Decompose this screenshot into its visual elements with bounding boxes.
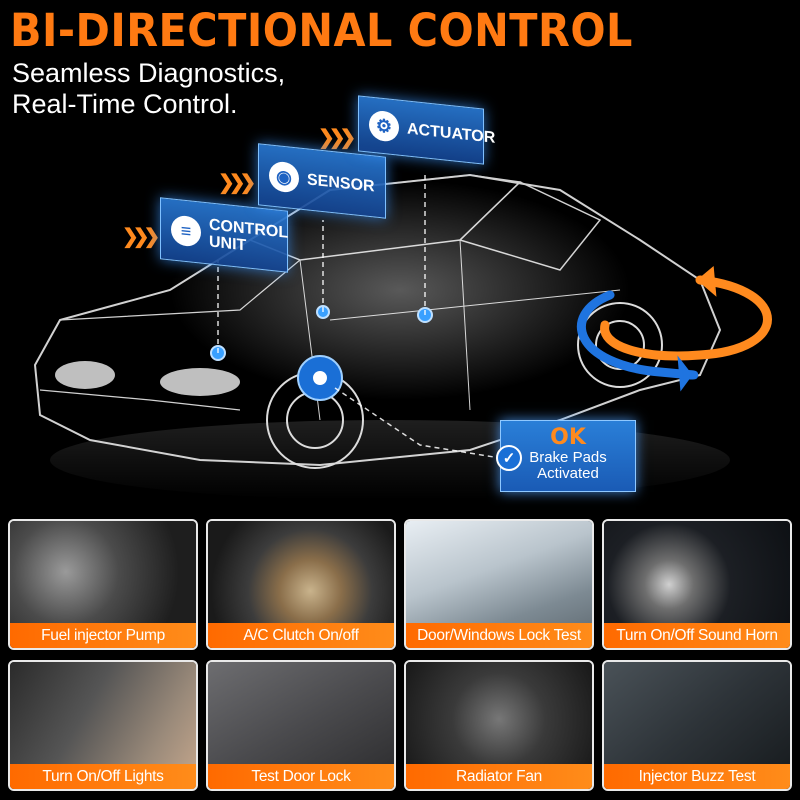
feature-caption: Injector Buzz Test	[604, 764, 790, 789]
feature-caption: Test Door Lock	[208, 764, 394, 789]
feature-tile-fuel-injector-pump: Fuel injector Pump	[8, 519, 198, 650]
page-subtitle: Seamless Diagnostics, Real-Time Control.	[12, 58, 432, 120]
brake-status-box: OK Brake Pads Activated	[500, 420, 636, 492]
chevron-arrows-icon: ❯❯❯	[122, 226, 160, 248]
feature-tile-radiator-fan: Radiator Fan	[404, 660, 594, 791]
brake-target-icon	[297, 355, 343, 401]
status-ok-text: OK	[550, 425, 586, 450]
control-unit-label: CONTROL UNIT	[209, 216, 288, 255]
feature-tile-door-lock: Test Door Lock	[206, 660, 396, 791]
hero-illustration: ❯❯❯ ❯❯❯ ❯❯❯ ≡ CONTROL UNIT ◉ SENSOR ⚙ AC…	[0, 95, 800, 510]
feature-grid: Fuel injector Pump A/C Clutch On/off Doo…	[8, 519, 792, 791]
control-unit-icon: ≡	[171, 214, 201, 248]
actuator-gear-icon: ⚙	[369, 109, 399, 143]
status-line-1: Brake Pads	[529, 449, 607, 466]
feature-tile-lights: Turn On/Off Lights	[8, 660, 198, 791]
sensor-icon: ◉	[269, 160, 299, 194]
rotation-arrows-icon	[577, 266, 772, 392]
feature-tile-sound-horn: Turn On/Off Sound Horn	[602, 519, 792, 650]
checkmark-icon: ✓	[496, 445, 522, 471]
subtitle-line-1: Seamless Diagnostics,	[12, 58, 286, 88]
status-line-2: Activated	[537, 465, 599, 482]
sensor-label: SENSOR	[307, 170, 375, 196]
feature-caption: Door/Windows Lock Test	[406, 623, 592, 648]
chevron-arrows-icon: ❯❯❯	[218, 172, 256, 194]
feature-tile-ac-clutch: A/C Clutch On/off	[206, 519, 396, 650]
actuator-label: ACTUATOR	[407, 120, 496, 147]
feature-tile-door-windows-lock: Door/Windows Lock Test	[404, 519, 594, 650]
subtitle-line-2: Real-Time Control.	[12, 89, 238, 119]
chevron-arrows-icon: ❯❯❯	[318, 127, 356, 149]
feature-caption: Turn On/Off Sound Horn	[604, 623, 790, 648]
feature-tile-injector-buzz: Injector Buzz Test	[602, 660, 792, 791]
feature-caption: Fuel injector Pump	[10, 623, 196, 648]
car-wireframe-graphic	[33, 173, 772, 500]
page-title: BI-DIRECTIONAL CONTROL	[10, 4, 633, 57]
feature-caption: A/C Clutch On/off	[208, 623, 394, 648]
feature-caption: Turn On/Off Lights	[10, 764, 196, 789]
feature-caption: Radiator Fan	[406, 764, 592, 789]
